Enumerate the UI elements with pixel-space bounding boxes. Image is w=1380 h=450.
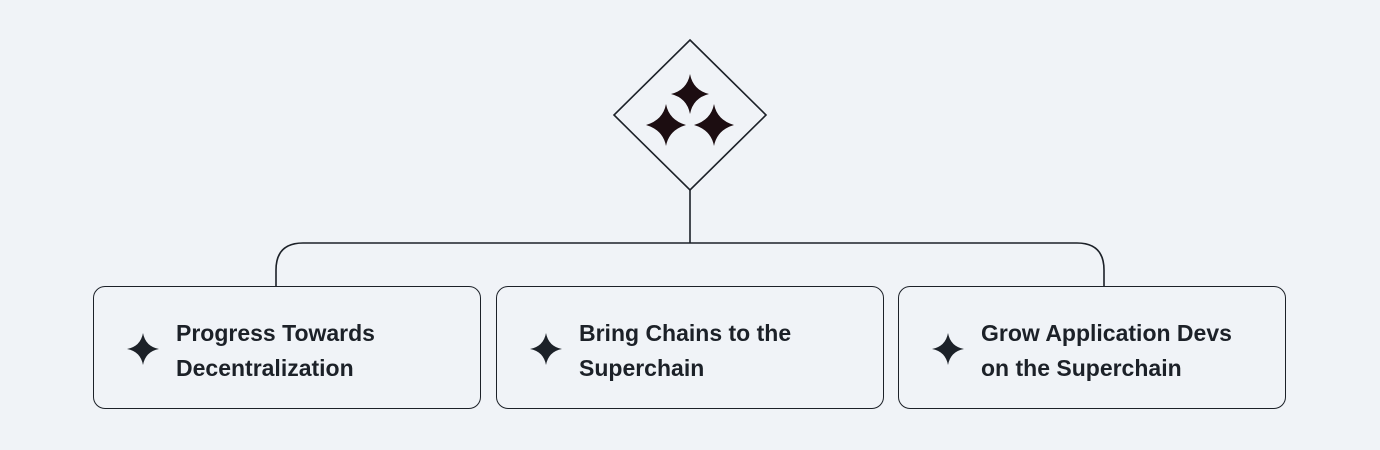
sparkle-right: [694, 104, 734, 146]
hub-diamond: [612, 38, 768, 192]
branch-bar: [275, 242, 1105, 286]
connector-lines: [275, 190, 1105, 286]
goal-label: Progress Towards Decentralization: [176, 320, 375, 381]
sparkle-icon: [530, 333, 562, 365]
goal-label: Grow Application Devs on the Superchain: [981, 320, 1232, 381]
goal-card-application-devs: Grow Application Devs on the Superchain: [898, 286, 1286, 409]
sparkle-icon: [932, 333, 964, 365]
goal-label: Bring Chains to the Superchain: [579, 320, 792, 381]
sparkle-icon: [127, 333, 159, 365]
three-sparkles-icon: [646, 74, 734, 146]
sparkle-left: [646, 104, 686, 146]
sparkle-top: [671, 74, 709, 114]
goal-card-bring-chains: Bring Chains to the Superchain: [496, 286, 884, 409]
hub-node: [612, 38, 768, 192]
goal-card-decentralization: Progress Towards Decentralization: [93, 286, 481, 409]
